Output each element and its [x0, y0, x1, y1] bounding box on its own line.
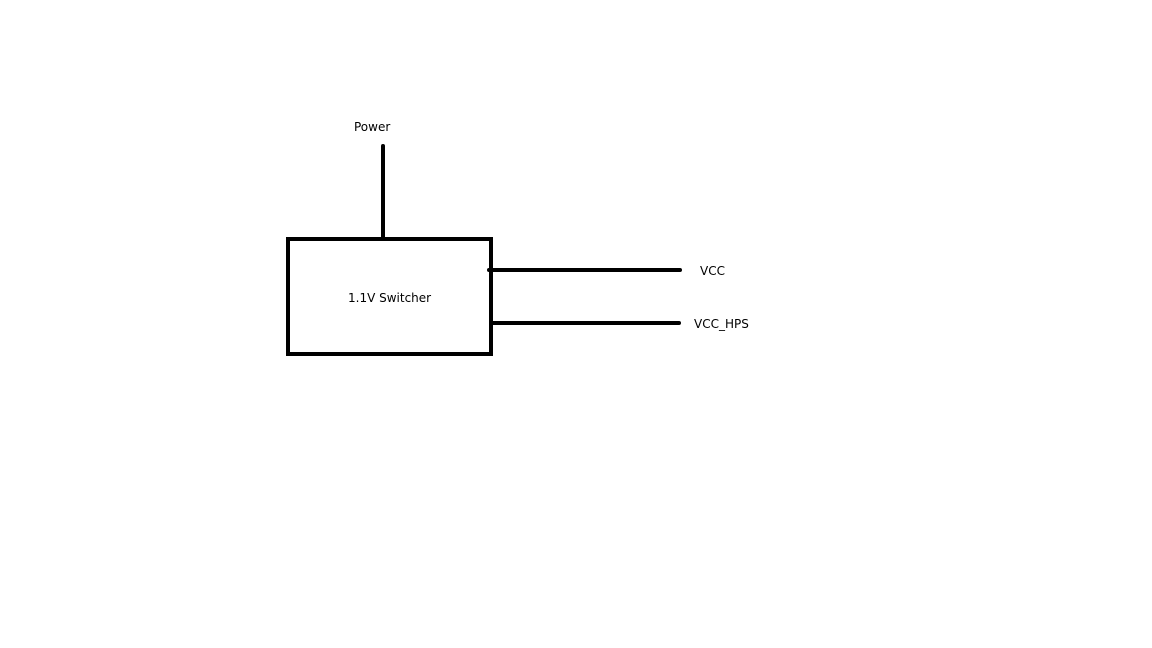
vcc-hps-label: VCC_HPS [694, 317, 749, 331]
power-wire [381, 144, 385, 240]
vcc-label: VCC [700, 264, 725, 278]
switcher-label: 1.1V Switcher [348, 291, 432, 305]
vcc-hps-wire [489, 321, 681, 325]
switcher-box [286, 237, 493, 356]
vcc-wire [487, 268, 682, 272]
power-label: Power [354, 120, 391, 134]
